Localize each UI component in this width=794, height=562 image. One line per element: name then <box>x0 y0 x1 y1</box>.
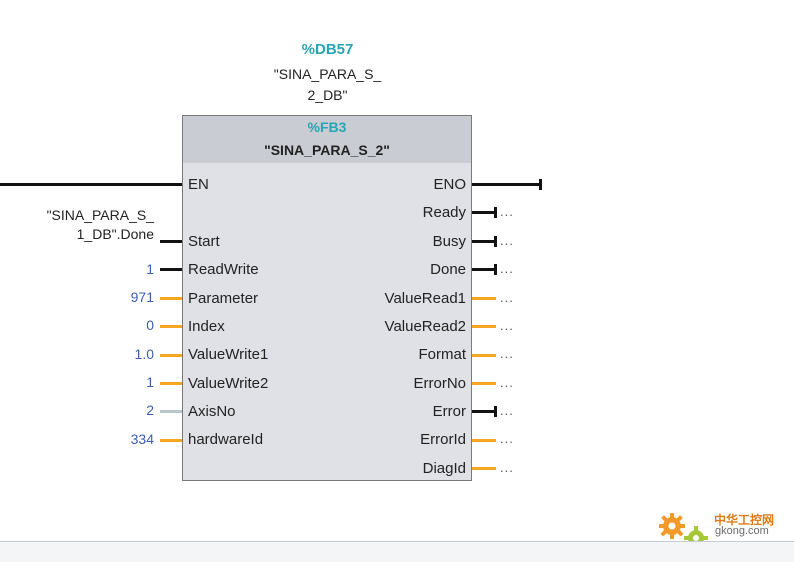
busy-wire[interactable] <box>472 240 496 243</box>
error-wire-end <box>494 406 497 417</box>
valueread2-operand[interactable]: ... <box>500 318 514 333</box>
format-wire[interactable] <box>472 354 496 357</box>
done-operand[interactable]: ... <box>500 261 514 276</box>
valuewrite1-wire[interactable] <box>160 354 182 357</box>
busy-operand[interactable]: ... <box>500 233 514 248</box>
diagid-wire[interactable] <box>472 467 496 470</box>
ready-wire[interactable] <box>472 211 496 214</box>
watermark-title: 中华工控网 <box>714 513 775 527</box>
valueread1-operand[interactable]: ... <box>500 290 514 305</box>
diagid-operand[interactable]: ... <box>500 460 514 475</box>
valueread1-wire[interactable] <box>472 297 496 300</box>
readwrite-wire[interactable] <box>160 268 182 271</box>
error-operand[interactable]: ... <box>500 403 514 418</box>
index-value[interactable]: 0 <box>146 317 154 333</box>
instance-db-id[interactable]: %DB57 <box>301 41 354 58</box>
editor-bottom-divider <box>0 541 794 542</box>
editor-bottom-bar <box>0 542 794 562</box>
errorid-wire[interactable] <box>472 439 496 442</box>
valuewrite1-value[interactable]: 1.0 <box>134 346 154 362</box>
done-wire-end <box>494 264 497 275</box>
pin-en[interactable]: EN <box>188 176 209 193</box>
pin-valuewrite2[interactable]: ValueWrite2 <box>188 375 269 392</box>
en-wire[interactable] <box>0 183 182 186</box>
instance-db-name-line1: "SINA_PARA_S_ <box>273 66 382 82</box>
axisno-value[interactable]: 2 <box>146 402 154 418</box>
function-block-header: %FB3 "SINA_PARA_S_2" <box>183 116 471 163</box>
function-block-id: %FB3 <box>307 119 347 135</box>
function-block-name: "SINA_PARA_S_2" <box>264 142 390 158</box>
pin-errorno[interactable]: ErrorNo <box>413 375 466 392</box>
instance-db-name-line2: 2_DB" <box>307 87 348 103</box>
parameter-value[interactable]: 971 <box>130 289 154 305</box>
pin-start[interactable]: Start <box>188 233 220 250</box>
errorno-operand[interactable]: ... <box>500 375 514 390</box>
index-wire[interactable] <box>160 325 182 328</box>
pin-format[interactable]: Format <box>418 346 466 363</box>
valuewrite2-value[interactable]: 1 <box>146 374 154 390</box>
ready-wire-end <box>494 207 497 218</box>
start-wire[interactable] <box>160 240 182 243</box>
errorid-operand[interactable]: ... <box>500 431 514 446</box>
done-wire[interactable] <box>472 268 496 271</box>
pin-readwrite[interactable]: ReadWrite <box>188 261 259 278</box>
pin-valueread2[interactable]: ValueRead2 <box>384 318 466 335</box>
pin-errorid[interactable]: ErrorId <box>420 431 466 448</box>
pin-ready[interactable]: Ready <box>422 204 466 221</box>
parameter-wire[interactable] <box>160 297 182 300</box>
eno-wire[interactable] <box>472 183 540 186</box>
error-wire[interactable] <box>472 410 496 413</box>
eno-wire-end <box>539 179 542 190</box>
start-operand-line2: 1_DB".Done <box>76 226 154 242</box>
busy-wire-end <box>494 236 497 247</box>
watermark-url: gkong.com <box>715 525 769 537</box>
pin-axisno[interactable]: AxisNo <box>188 403 236 420</box>
pin-hardwareid[interactable]: hardwareId <box>188 431 264 448</box>
hardwareid-wire[interactable] <box>160 439 182 442</box>
pin-busy[interactable]: Busy <box>432 233 466 250</box>
pin-index[interactable]: Index <box>188 318 225 335</box>
valuewrite2-wire[interactable] <box>160 382 182 385</box>
pin-error[interactable]: Error <box>432 403 466 420</box>
ready-operand[interactable]: ... <box>500 204 514 219</box>
function-block[interactable]: %FB3 "SINA_PARA_S_2" <box>182 115 472 481</box>
pin-valuewrite1[interactable]: ValueWrite1 <box>188 346 269 363</box>
pin-diagid[interactable]: DiagId <box>422 460 466 477</box>
axisno-wire[interactable] <box>160 410 182 413</box>
format-operand[interactable]: ... <box>500 346 514 361</box>
gear-logo-icon <box>659 513 708 550</box>
start-operand[interactable]: "SINA_PARA_S_ 1_DB".Done <box>47 206 154 244</box>
valueread2-wire[interactable] <box>472 325 496 328</box>
pin-done[interactable]: Done <box>430 261 466 278</box>
start-operand-line1: "SINA_PARA_S_ <box>46 207 154 223</box>
errorno-wire[interactable] <box>472 382 496 385</box>
pin-valueread1[interactable]: ValueRead1 <box>384 290 466 307</box>
pin-eno[interactable]: ENO <box>433 176 466 193</box>
readwrite-value[interactable]: 1 <box>146 261 154 277</box>
pin-parameter[interactable]: Parameter <box>188 290 259 307</box>
hardwareid-value[interactable]: 334 <box>130 431 154 447</box>
instance-db-name[interactable]: "SINA_PARA_S_ 2_DB" <box>0 64 655 106</box>
